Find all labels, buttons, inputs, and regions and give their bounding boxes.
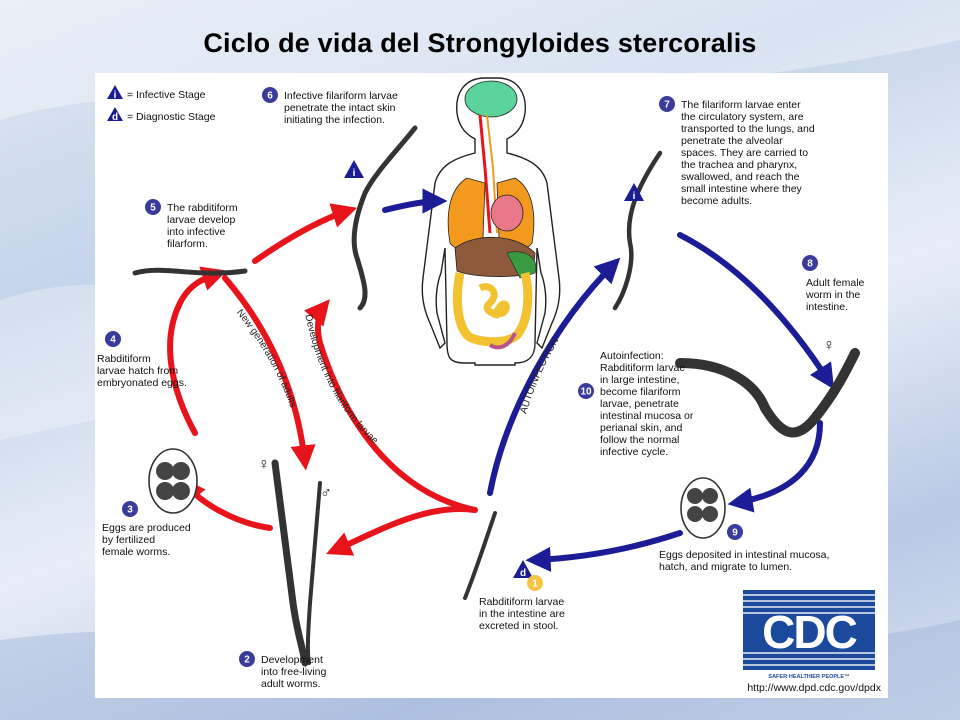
- slide-title: Ciclo de vida del Strongyloides stercora…: [203, 28, 757, 58]
- step-5-number: 5: [150, 203, 156, 214]
- step-3-badge: [122, 501, 138, 517]
- legend: i = Infective Stage d = Diagnostic Stage: [107, 85, 216, 123]
- autoinfection-label: AUTOINFECTION: [518, 336, 561, 415]
- cdc-logo: CDC SAFER·HEALTHIER·PEOPLE™ http://www.d…: [743, 590, 882, 694]
- lifecycle-diagram-panel: i = Infective Stage d = Diagnostic Stage: [95, 73, 888, 698]
- arrow-new-generation: [222, 275, 316, 471]
- filariform-larva-6: [351, 125, 418, 311]
- parasitic-cycle-arrows: [382, 188, 835, 572]
- female-symbol-adult: ♀: [823, 337, 835, 354]
- infective-stage-marker-7: i: [624, 183, 644, 202]
- step-9-description: Eggs deposited in intestinal mucosa,hatc…: [659, 549, 829, 573]
- cdc-logo-text: CDC: [762, 606, 856, 658]
- step-10-number: 10: [580, 387, 592, 398]
- arrow-8-to-9: [727, 420, 823, 513]
- infective-stage-icon: i: [107, 85, 123, 101]
- step-7-number: 7: [664, 100, 670, 111]
- arrow-2-to-3: [180, 476, 273, 531]
- diagnostic-stage-icon: d: [107, 107, 123, 123]
- male-symbol: ♂: [320, 485, 332, 502]
- step-6-number: 6: [267, 91, 273, 102]
- arrow-development-filariform: [304, 299, 478, 513]
- step-3-number: 3: [127, 505, 133, 516]
- egg-9: [680, 477, 726, 539]
- arrow-4-to-5: [167, 266, 228, 436]
- step-2-badge: [239, 651, 255, 667]
- step-7-badge: [659, 96, 675, 112]
- step-10-badge: [578, 383, 594, 399]
- development-filariform-label: Development into filariform larvae: [302, 313, 380, 446]
- arrow-6-to-7: [382, 188, 448, 214]
- step-1-badge: [527, 575, 543, 591]
- rabditiform-larva-1: [463, 511, 497, 600]
- human-body-illustration: [421, 77, 561, 366]
- cdc-tagline: SAFER·HEALTHIER·PEOPLE™: [768, 674, 849, 680]
- legend-diagnostic-label: = Diagnostic Stage: [127, 111, 216, 123]
- adult-female-worm-8: [675, 348, 860, 438]
- infective-stage-marker-6: i: [344, 160, 364, 179]
- new-generation-label: New generation of adults: [234, 308, 298, 410]
- female-symbol: ♀: [258, 456, 270, 473]
- male-free-living-worm: [305, 481, 322, 665]
- diagnostic-stage-marker-1: d: [513, 560, 533, 579]
- arrow-7-to-8: [677, 232, 835, 390]
- step-9-number: 9: [732, 528, 738, 539]
- svg-text:i: i: [633, 191, 636, 202]
- step-5-badge: [145, 199, 161, 215]
- lifecycle-diagram: i = Infective Stage d = Diagnostic Stage: [97, 77, 882, 694]
- arrow-1-to-2: [326, 506, 478, 556]
- arrow-autoinfection: [487, 257, 621, 496]
- rabditiform-larva-5: [132, 267, 248, 276]
- embryonated-egg-3: [148, 448, 198, 514]
- step-4-badge: [105, 331, 121, 347]
- step-9-badge: [727, 524, 743, 540]
- step-8-number: 8: [807, 259, 813, 270]
- filariform-larva-7: [612, 150, 663, 311]
- svg-text:i: i: [114, 90, 117, 101]
- step-1-number: 1: [532, 579, 538, 590]
- arrow-9-to-1: [525, 530, 683, 572]
- cdc-url[interactable]: http://www.dpd.cdc.gov/dpdx: [747, 682, 881, 694]
- svg-text:i: i: [353, 168, 356, 179]
- step-6-badge: [262, 87, 278, 103]
- step-8-badge: [802, 255, 818, 271]
- svg-text:d: d: [520, 568, 526, 579]
- step-2-number: 2: [244, 655, 250, 666]
- svg-text:d: d: [112, 112, 118, 123]
- step-4-number: 4: [110, 335, 116, 346]
- arrow-5-to-6: [252, 203, 358, 264]
- female-free-living-worm: [271, 459, 309, 667]
- legend-infective-label: = Infective Stage: [127, 89, 206, 101]
- worms: [132, 125, 860, 667]
